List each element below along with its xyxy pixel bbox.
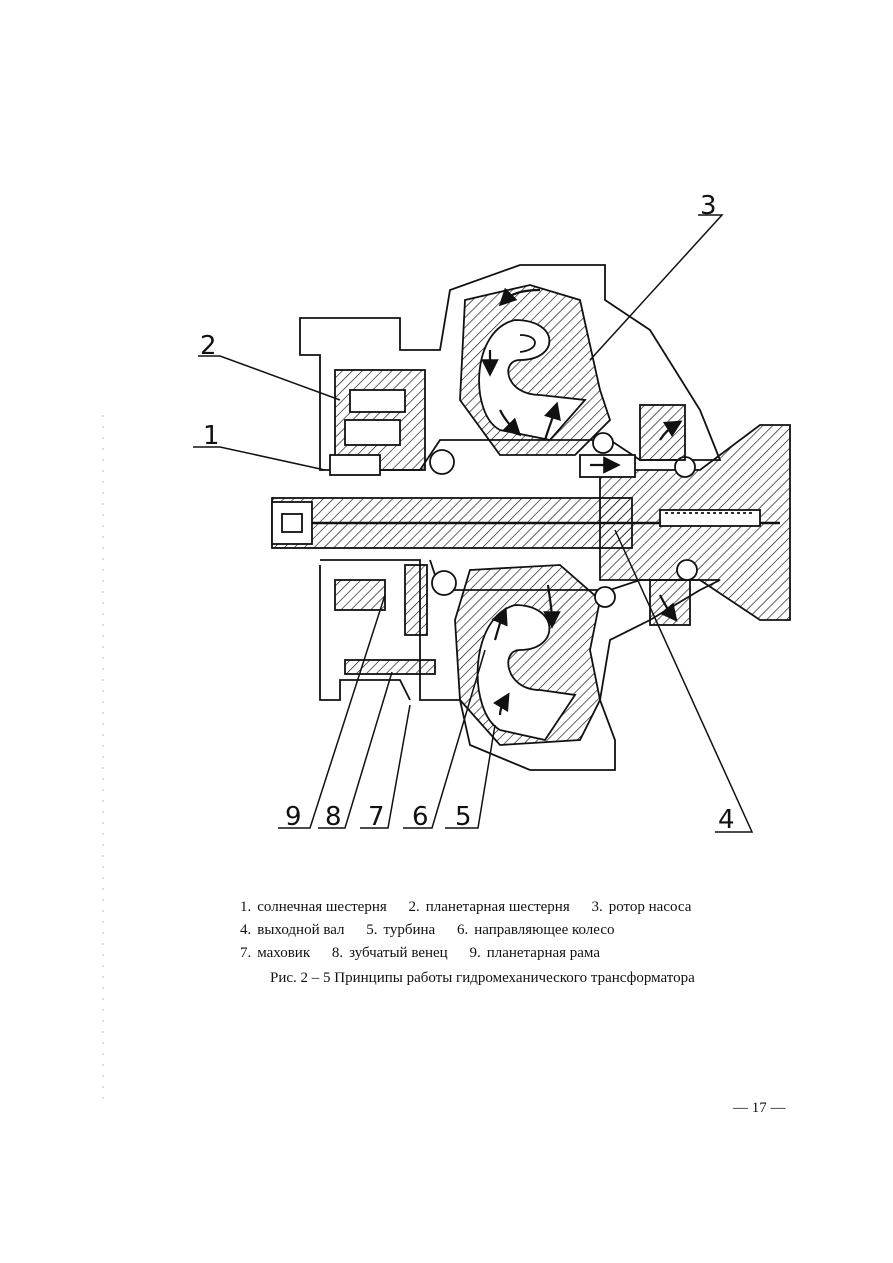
figure-caption: Рис. 2 – 5 Принципы работы гидромеханиче…	[270, 970, 695, 986]
page-number: — 17 —	[733, 1100, 786, 1116]
legend-item: 6. направляющее колесо	[457, 922, 615, 938]
legend-row: 7. маховик 8. зубчатый венец 9. планетарная…	[240, 942, 800, 965]
legend-item-number: 4.	[240, 922, 252, 938]
legend-item: 8. зубчатый венец	[332, 945, 448, 961]
legend-item-number: 1.	[240, 899, 252, 915]
callout-7: 7	[368, 802, 385, 832]
legend-item: 1. солнечная шестерня	[240, 899, 387, 915]
callout-1: 1	[203, 421, 220, 451]
legend-item-number: 9.	[469, 945, 481, 961]
legend-item-number: 7.	[240, 945, 252, 961]
legend-row: 1. солнечная шестерня 2. планетарная шесте…	[240, 896, 800, 919]
legend-item-text: направляющее колесо	[474, 922, 615, 938]
callout-4: 4	[718, 805, 735, 835]
legend-item-number: 6.	[456, 922, 469, 938]
callout-9: 9	[285, 802, 302, 832]
callout-labels: 3 2 1 4 9 8 7 6 5	[200, 191, 735, 835]
legend-item-text: маховик	[257, 945, 311, 961]
legend-item: 5. турбина	[366, 922, 435, 938]
legend-item: 3. ротор насоса	[591, 899, 691, 915]
legend-item-text: турбина	[383, 922, 436, 938]
leader-lines	[193, 214, 754, 833]
legend-item-text: планетарная рама	[486, 945, 600, 961]
callout-6: 6	[412, 802, 429, 832]
callout-8: 8	[325, 802, 342, 832]
legend-item-text: ротор насоса	[608, 899, 692, 915]
callout-2: 2	[200, 331, 217, 361]
legend-item-number: 8.	[331, 945, 344, 961]
legend-item-number: 3.	[591, 899, 603, 915]
legend-item: 7. маховик	[240, 945, 310, 961]
drawing-body	[271, 264, 791, 771]
legend-item: 4. выходной вал	[240, 922, 345, 938]
legend-item-text: планетарная шестерня	[425, 899, 570, 915]
legend-item-number: 5.	[366, 922, 378, 938]
legend-item-number: 2.	[408, 899, 420, 915]
legend: 1. солнечная шестерня 2. планетарная шесте…	[240, 896, 800, 965]
legend-item-text: зубчатый венец	[349, 945, 448, 961]
legend-item: 9. планетарная рама	[469, 945, 600, 961]
legend-row: 4. выходной вал 5. турбина 6. направляющее …	[240, 919, 800, 942]
legend-item-text: выходной вал	[257, 922, 345, 938]
legend-item-text: солнечная шестерня	[257, 899, 387, 915]
callout-5: 5	[455, 802, 472, 832]
legend-item: 2. планетарная шестерня	[409, 899, 570, 915]
callout-3: 3	[700, 191, 717, 221]
